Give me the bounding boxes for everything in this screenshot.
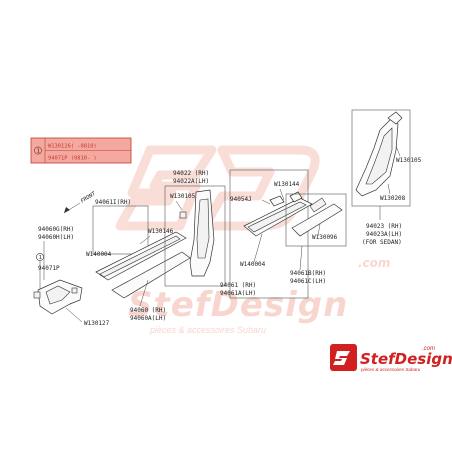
- label-94023A: 94023A(LH): [366, 231, 402, 238]
- label-94061A: 94061A(LH): [220, 290, 256, 297]
- b-pillar-group: 94022 (RH) 94022A(LH) W130105: [164, 170, 226, 287]
- label-94061B: 94061B(RH): [290, 270, 326, 277]
- label-W140004-b: W140004: [240, 261, 266, 268]
- label-94071P: 94071P: [38, 265, 60, 272]
- rear-sill-shape: [291, 203, 343, 237]
- label-94022: 94022 (RH): [173, 170, 209, 177]
- label-W130208: W130208: [380, 195, 406, 202]
- legend-marker: 1: [37, 149, 40, 155]
- watermark-site: .com: [358, 256, 390, 270]
- marker-1: 1: [39, 255, 42, 261]
- logo-tagline: pièces & accessoires Subaru: [360, 367, 421, 372]
- label-W140004-a: W140004: [86, 251, 112, 258]
- sd-logo-icon: [330, 344, 357, 371]
- label-W130146: W130146: [148, 228, 174, 235]
- label-W130127: W130127: [84, 320, 110, 327]
- label-94061I: 94061I(RH): [95, 199, 131, 206]
- label-94061: 94061 (RH): [220, 282, 256, 289]
- center-sill-group: W130144 94054J W140004 94061 (RH) 94061A…: [220, 169, 313, 299]
- watermark-brand: StefDesign: [128, 285, 348, 325]
- legend-box: 1 W130126( -0810) 94071P (0810- ): [30, 137, 132, 164]
- legend-marker-icon: [34, 146, 42, 155]
- left-lower-group: 94060G(RH) 94060H(LH) 1 94071P W130127: [33, 226, 110, 327]
- rear-sill-group: W130096 94061B(RH) 94061C(LH): [285, 193, 347, 285]
- logo-brand: StefDesign: [360, 350, 452, 368]
- front-arrow: FRONT: [63, 191, 97, 214]
- c-pillar-group: W130105 W130208 94023 (RH) 94023A(LH) (F…: [351, 109, 422, 246]
- label-94060A: 94060A(LH): [130, 315, 166, 322]
- legend-line1: W130126( -0810): [48, 144, 97, 150]
- label-W130096: W130096: [312, 234, 338, 241]
- label-94060: 94060 (RH): [130, 307, 166, 314]
- label-W130144: W130144: [274, 181, 300, 188]
- label-for-sedan: (FOR SEDAN): [362, 239, 402, 246]
- lower-sill-shape: [111, 251, 191, 299]
- label-94060H: 94060H(LH): [38, 234, 74, 241]
- label-94054J: 94054J: [230, 196, 252, 203]
- label-94061C: 94061C(LH): [290, 278, 326, 285]
- label-94060G: 94060G(RH): [38, 226, 74, 233]
- label-W130105-a: W130105: [170, 193, 196, 200]
- clip-icon: [179, 211, 187, 219]
- clip-icon: [71, 287, 78, 294]
- side-sill-group: 94061I(RH) W140004 W130146 94060 (RH) 94…: [86, 199, 191, 322]
- watermark: .com StefDesign pièces & accessoires Sub…: [115, 145, 390, 335]
- clip-icon: [33, 291, 41, 299]
- label-94023: 94023 (RH): [366, 223, 402, 230]
- label-W130105-b: W130105: [396, 157, 422, 164]
- label-94022A: 94022A(LH): [173, 178, 209, 185]
- logo-domain: .com: [422, 346, 435, 352]
- marker-1-icon: [36, 253, 44, 261]
- arrow-icon: [64, 207, 70, 213]
- legend-line2: 94071P (0810- ): [48, 156, 97, 162]
- watermark-tagline: pièces & accessoires Subaru: [149, 325, 266, 335]
- stefdesign-logo: StefDesign .com pièces & accessoires Sub…: [330, 344, 452, 372]
